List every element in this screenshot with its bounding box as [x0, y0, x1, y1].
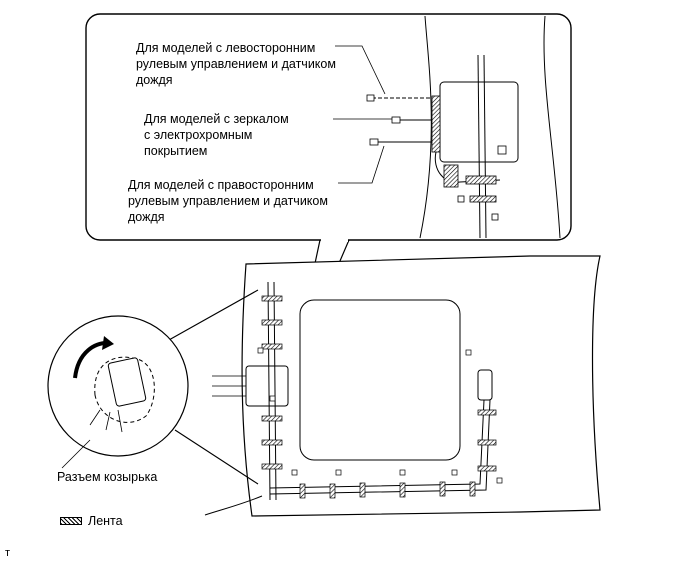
legend-tape-label: Лента	[88, 514, 123, 528]
label-right-hand-drive-rain-sensor: Для моделей с правосторонним рулевым упр…	[128, 178, 328, 224]
label-visor-connector: Разъем козырька	[57, 470, 158, 484]
callout-box	[85, 13, 572, 367]
tape-hatch-icon	[60, 517, 82, 525]
visor-connector-detail	[47, 289, 259, 485]
roof-headliner	[204, 255, 601, 517]
label-electrochromic-mirror: Для моделей с зеркалом с электрохромным …	[144, 112, 289, 158]
corner-mark: т	[5, 547, 11, 559]
legend: Лента	[60, 514, 123, 528]
label-left-hand-drive-rain-sensor: Для моделей с левосторонним рулевым упра…	[136, 41, 336, 87]
